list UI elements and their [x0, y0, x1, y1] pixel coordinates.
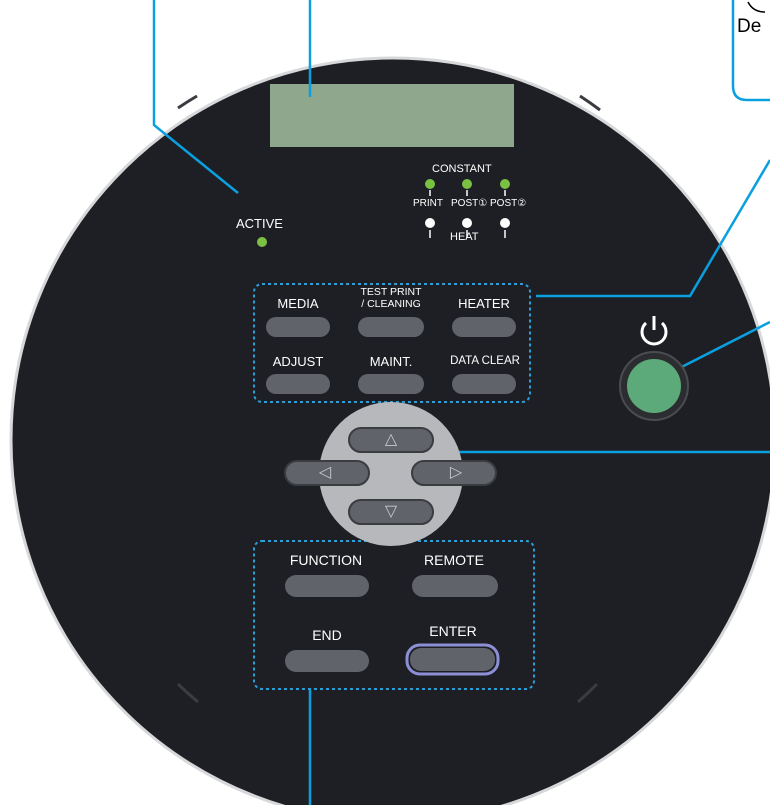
post1-heat-led [462, 218, 472, 228]
function-button[interactable] [285, 575, 369, 597]
lcd-display [270, 84, 514, 147]
left-arrow-icon: ◁ [318, 464, 332, 481]
post1-label: POST① [451, 198, 488, 209]
data-clear-button[interactable] [452, 374, 516, 394]
print-constant-led [425, 179, 435, 189]
callout-icon [747, 1, 766, 13]
post2-constant-led [500, 179, 510, 189]
down-key[interactable] [348, 499, 434, 525]
active-led [257, 237, 267, 247]
right-key[interactable] [411, 460, 497, 486]
heater-button[interactable] [452, 317, 516, 337]
constant-label: CONSTANT [432, 163, 492, 175]
power-button[interactable] [627, 359, 681, 413]
remote-button[interactable] [412, 575, 498, 597]
test-print-cleaning-button[interactable] [358, 317, 424, 337]
data-clear-label: DATA CLEAR [450, 355, 520, 367]
function-keys-group [253, 283, 531, 403]
function-label: FUNCTION [289, 552, 363, 568]
print-label: PRINT [413, 198, 443, 209]
down-arrow-icon: ▽ [384, 503, 398, 520]
print-heat-led [425, 218, 435, 228]
up-key[interactable] [348, 427, 434, 453]
function-keys-leader-line [536, 159, 770, 298]
enter-key-highlight [405, 643, 500, 676]
heater-label: HEATER [458, 296, 510, 311]
callout-text: De [737, 16, 762, 37]
maint-button[interactable] [358, 374, 424, 394]
media-label: MEDIA [277, 296, 319, 311]
callout-box [731, 0, 770, 102]
maint-label: MAINT. [369, 354, 413, 369]
post2-label: POST② [490, 198, 527, 209]
power-icon [640, 316, 668, 346]
end-label: END [312, 627, 342, 643]
test-print-label-line2: / CLEANING [361, 298, 421, 310]
enter-label: ENTER [429, 623, 477, 639]
end-button[interactable] [285, 650, 369, 672]
heat-label: HEAT [450, 231, 479, 243]
active-leader-line [152, 0, 239, 194]
test-print-label-line1: TEST PRINT [360, 286, 422, 298]
right-arrow-icon: ▷ [449, 464, 463, 481]
left-key[interactable] [284, 460, 370, 486]
enter-button[interactable] [410, 648, 495, 671]
adjust-button[interactable] [266, 374, 330, 394]
adjust-label: ADJUST [272, 354, 324, 369]
media-button[interactable] [266, 317, 330, 337]
post2-heat-led [500, 218, 510, 228]
post1-constant-led [462, 179, 472, 189]
remote-label: REMOTE [424, 552, 484, 568]
active-label: ACTIVE [236, 216, 283, 231]
up-arrow-icon: △ [384, 431, 398, 448]
